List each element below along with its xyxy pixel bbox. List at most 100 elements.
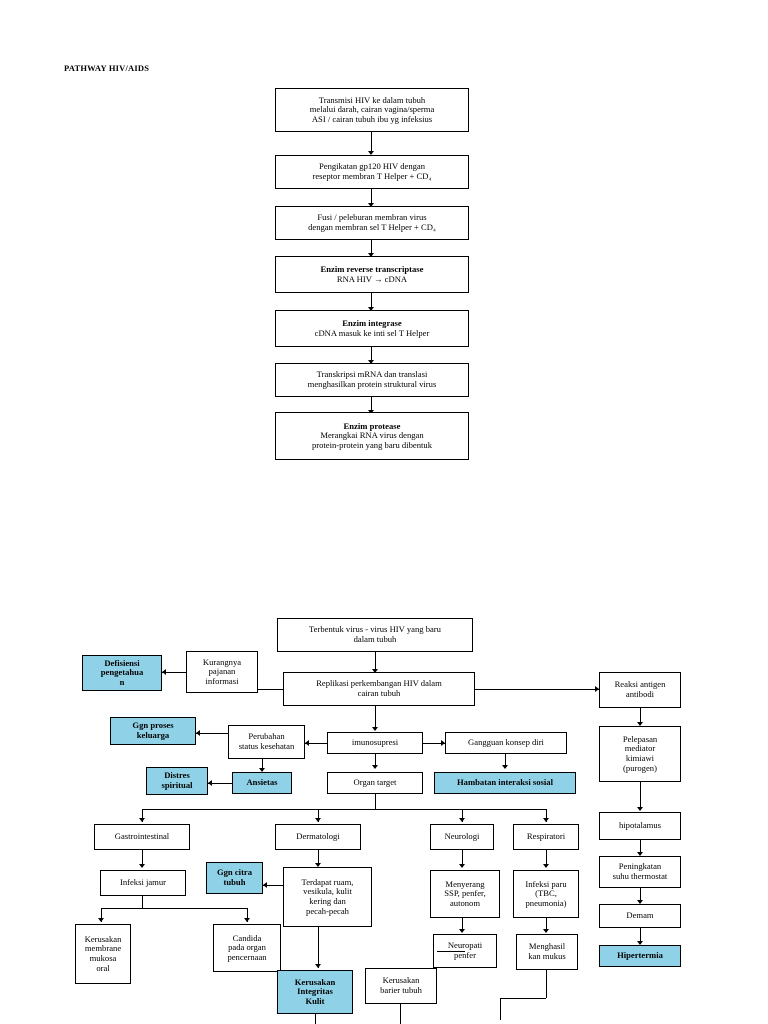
connector <box>315 1014 316 1024</box>
node-line: penfer <box>454 950 476 960</box>
node-line: Terbentuk virus - virus HIV yang baru <box>309 624 441 635</box>
node-peningkatan-suhu-thermostat: Peningkatan suhu thermostat <box>599 856 681 888</box>
connector <box>208 783 232 784</box>
node-line: Replikasi perkembangan HIV dalam <box>316 678 442 689</box>
node-line: Transkripsi mRNA dan translasi <box>316 369 428 380</box>
node-line: Menyerang <box>445 878 485 889</box>
arrow-down <box>543 818 549 822</box>
arrow-down <box>368 307 374 311</box>
node-line: Distres <box>164 770 190 781</box>
arrow-down <box>139 818 145 822</box>
node-line: Hipertermia <box>617 950 663 961</box>
connector <box>546 918 547 932</box>
connector <box>371 347 372 363</box>
arrow-down <box>637 852 643 856</box>
node-line: pecah-pecah <box>306 905 349 916</box>
node-line: Demam <box>626 910 654 921</box>
node-respiratori: Respiratori <box>513 824 579 850</box>
connector <box>640 782 641 810</box>
connector <box>423 743 445 744</box>
node-line: oral <box>96 962 110 973</box>
node-line: hipotalamus <box>618 820 661 831</box>
node-line: Organ target <box>353 777 397 788</box>
node-menyerang-ssp: Menyerang SSP, penfer, autonom <box>430 870 500 918</box>
connector <box>262 759 263 771</box>
node-pengikatan-gp120: Pengikatan gp120 HIV dengan reseptor mem… <box>275 155 469 189</box>
node-line: Kerusakan <box>84 933 122 944</box>
node-line: SSP, penfer, <box>444 888 486 899</box>
node-line: Terdapat ruam, <box>301 876 354 887</box>
node-distres-spiritual: Distres spiritual <box>146 767 208 795</box>
connector <box>247 908 248 922</box>
node-line: Infeksi paru <box>525 878 567 889</box>
connector <box>546 970 547 998</box>
arrow-down <box>543 929 549 933</box>
connector <box>371 132 372 153</box>
connector <box>375 652 376 672</box>
connector <box>640 840 641 855</box>
node-line: Ggn citra <box>216 867 253 878</box>
connector <box>318 927 319 968</box>
node-line: mukosa <box>89 953 117 963</box>
node-line: keluarga <box>136 730 170 740</box>
node-line: n <box>119 676 125 687</box>
node-line: cairan tubuh <box>357 688 401 698</box>
connector <box>375 706 376 730</box>
node-line: Fusi / peleburan membran virus <box>317 212 427 223</box>
arrow-down <box>368 253 374 257</box>
node-line: Pelepasan <box>622 733 658 744</box>
node-line: Enzim protease <box>343 420 401 431</box>
node-line: menghasilkan protein struktural virus <box>307 379 437 389</box>
node-terbentuk-virus-baru: Terbentuk virus - virus HIV yang baru da… <box>277 618 473 652</box>
node-line: informasi <box>205 675 239 686</box>
node-line: Transmisi HIV ke dalam tubuh <box>318 94 426 105</box>
connector <box>475 689 599 690</box>
node-line: Gastrointestinal <box>114 831 170 842</box>
arrow-left <box>305 740 309 746</box>
connector <box>101 908 247 909</box>
node-line: cDNA masuk ke inti sel T Helper <box>314 327 430 338</box>
connector <box>546 809 547 822</box>
connector <box>640 928 641 944</box>
node-kurangnya-pajanan-informasi: Kurangnya pajanan informasi <box>186 651 258 693</box>
node-line: dengan membran sel T Helper + CD₄ <box>308 222 436 232</box>
node-kerusakan-membrane-mukosa-oral: Kerusakan membrane mukosa oral <box>75 924 131 984</box>
connector <box>142 850 143 867</box>
arrow-left <box>208 780 212 786</box>
node-line: Neuropati <box>447 940 483 951</box>
node-infeksi-jamur: Infeksi jamur <box>100 870 186 896</box>
arrow-down <box>637 722 643 726</box>
node-terdapat-ruam: Terdapat ruam, vesikula, kulit kering da… <box>283 867 372 927</box>
connector <box>142 896 143 908</box>
arrow-down <box>372 765 378 769</box>
arrow-down <box>502 765 508 769</box>
node-kerusakan-barier-tubuh: Kerusakan barier tubuh <box>365 968 437 1004</box>
node-line: Kerusakan <box>382 975 420 986</box>
connector <box>142 809 546 810</box>
arrow-down <box>368 360 374 364</box>
node-line: spiritual <box>161 780 193 790</box>
node-line: reseptor membran T Helper + CD₄ <box>312 171 432 181</box>
arrow-down <box>368 151 374 155</box>
node-reaksi-antigen-antibodi: Reaksi antigen antibodi <box>599 672 681 708</box>
node-ansietas: Ansietas <box>232 772 292 794</box>
node-line: Defisiensi <box>104 657 140 668</box>
node-demam: Demam <box>599 904 681 928</box>
connector <box>101 908 102 922</box>
node-line: pengetahua <box>100 667 144 678</box>
page-title: PATHWAY HIV/AIDS <box>64 63 150 73</box>
connector <box>318 850 319 866</box>
node-line: kan mukus <box>528 951 566 961</box>
connector <box>196 733 228 734</box>
arrow-down <box>98 918 104 922</box>
node-line: Peningkatan <box>618 861 662 872</box>
node-line: pencernaan <box>227 951 267 962</box>
node-ggn-proses-keluarga: Ggn proses keluarga <box>110 717 196 745</box>
connector <box>640 708 641 725</box>
connector <box>142 809 143 822</box>
arrow-down <box>543 864 549 868</box>
node-gastrointestinal: Gastrointestinal <box>94 824 190 850</box>
arrow-down <box>637 900 643 904</box>
connector <box>263 885 283 886</box>
